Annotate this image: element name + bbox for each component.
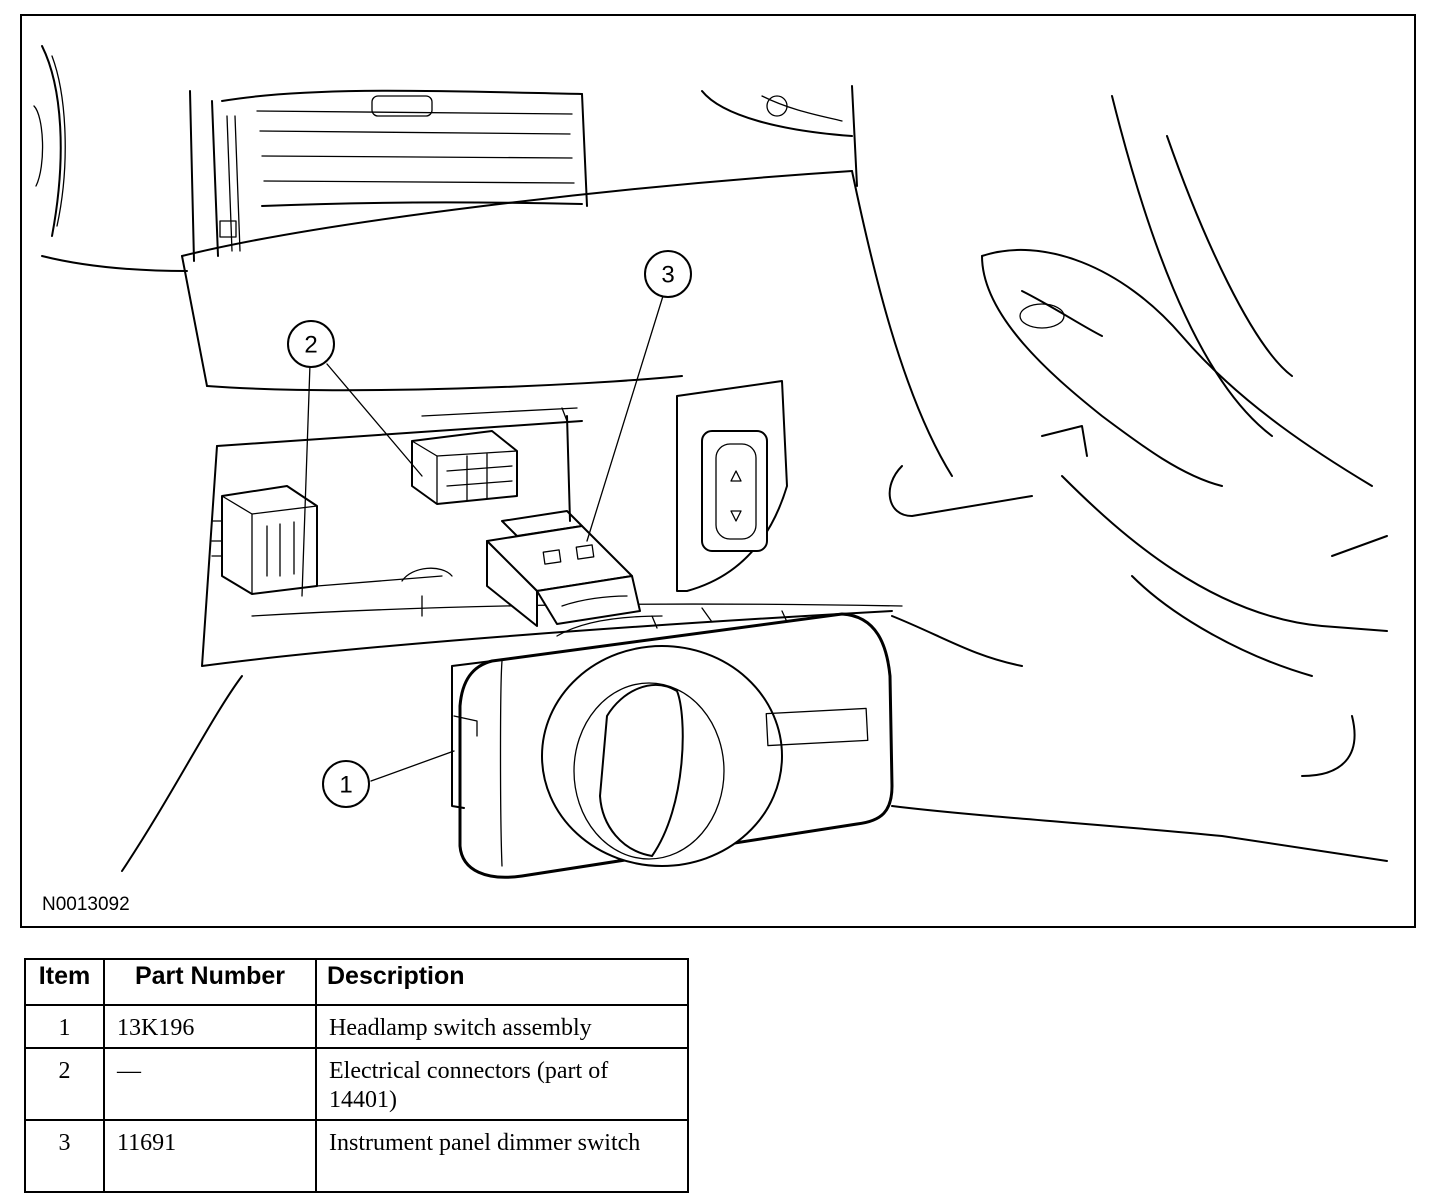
table-row: 2 — Electrical connectors (part of 14401… [24, 1047, 689, 1121]
row-item: 1 [24, 1004, 105, 1049]
header-item: Item [24, 958, 105, 1006]
row-part-number: 11691 [103, 1119, 317, 1193]
row-part-number: 13K196 [103, 1004, 317, 1049]
callout-1-label: 1 [339, 772, 352, 799]
row-description: Headlamp switch assembly [315, 1004, 689, 1049]
figure-id-label: N0013092 [42, 894, 130, 915]
callout-2-label: 2 [304, 332, 317, 359]
callout-3: 3 [644, 250, 692, 298]
steering-column [888, 95, 1388, 862]
callout-2: 2 [287, 320, 335, 368]
row-part-number: — [103, 1047, 317, 1121]
callout-1: 1 [322, 760, 370, 808]
row-description: Electrical connectors (part of 14401) [315, 1047, 689, 1121]
electrical-connector-upper [411, 407, 578, 505]
row-description: Instrument panel dimmer switch [315, 1119, 689, 1193]
callout-3-label: 3 [661, 262, 674, 289]
table-header-row: Item Part Number Description [24, 958, 689, 1006]
callout-leaders [301, 295, 664, 782]
header-description: Description [315, 958, 689, 1006]
figure-frame: 2 3 1 N0013092 [20, 14, 1416, 928]
header-part-number: Part Number [103, 958, 317, 1006]
table-row: 3 11691 Instrument panel dimmer switch [24, 1119, 689, 1193]
upper-right-cluster [701, 85, 858, 187]
row-item: 2 [24, 1047, 105, 1121]
electrical-connector-left [211, 485, 318, 595]
headlamp-switch-illustration: 2 3 1 [33, 45, 1388, 879]
parts-table: Item Part Number Description 1 13K196 He… [24, 958, 689, 1193]
dimmer-switch [486, 415, 641, 627]
headlamp-switch-assembly [451, 607, 894, 879]
center-air-vent [189, 89, 588, 262]
row-item: 3 [24, 1119, 105, 1193]
left-gauge-area [33, 45, 188, 272]
table-row: 1 13K196 Headlamp switch assembly [24, 1004, 689, 1049]
mirror-switch [676, 380, 788, 592]
